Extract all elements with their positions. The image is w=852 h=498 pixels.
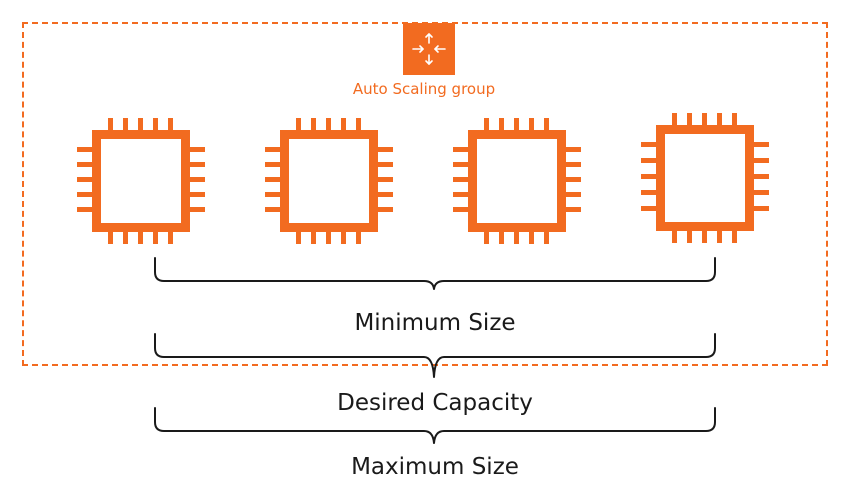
auto-scaling-group-icon <box>403 23 455 75</box>
desired-capacity-label: Desired Capacity <box>337 390 533 416</box>
ec2-instance-icon <box>453 118 581 248</box>
ec2-instance-icon <box>265 118 393 248</box>
minimum-size-label: Minimum Size <box>354 310 516 336</box>
maximum-size-label: Maximum Size <box>351 454 519 480</box>
ec2-instance-icon <box>77 118 205 248</box>
ec2-instance-icon <box>641 113 769 247</box>
auto-scaling-group-label: Auto Scaling group <box>352 80 496 98</box>
